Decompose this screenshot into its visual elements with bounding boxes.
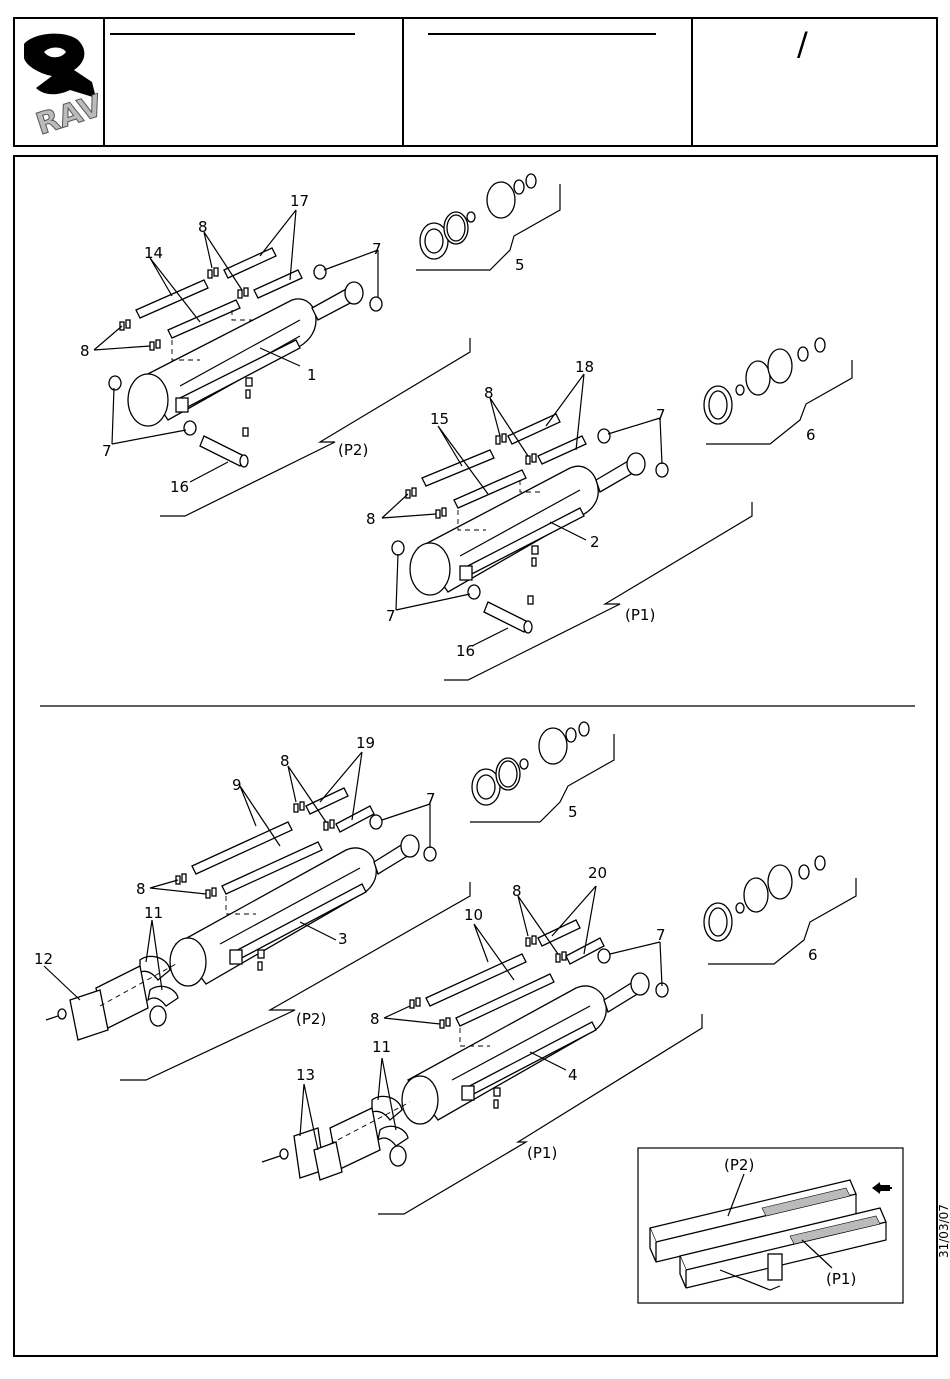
callout-8: 8 xyxy=(80,342,90,360)
callout-8: 8 xyxy=(280,752,290,770)
inset-p1-label: (P1) xyxy=(826,1270,856,1288)
callout-19: 19 xyxy=(356,734,375,752)
callout-7: 7 xyxy=(386,607,396,625)
callout-8: 8 xyxy=(484,384,494,402)
callout-9: 9 xyxy=(232,776,242,794)
callout-8: 8 xyxy=(198,218,208,236)
callout-5: 5 xyxy=(568,803,578,821)
callout-1: 1 xyxy=(307,366,317,384)
callout-5: 5 xyxy=(515,256,525,274)
group-p1-top: (P1) xyxy=(625,606,655,624)
callout-14: 14 xyxy=(144,244,163,262)
callout-7: 7 xyxy=(656,926,666,944)
inset-p2-label: (P2) xyxy=(724,1156,754,1174)
callout-17: 17 xyxy=(290,192,309,210)
callout-2: 2 xyxy=(590,533,600,551)
group-p2-top: (P2) xyxy=(338,441,368,459)
pin-icon xyxy=(200,436,244,466)
callout-10: 10 xyxy=(464,906,483,924)
callout-6: 6 xyxy=(806,426,816,444)
rav-logo: RAV xyxy=(24,34,108,143)
callout-12: 12 xyxy=(34,950,53,968)
bushing-icon xyxy=(370,297,382,311)
cylinder-1-end-cap xyxy=(128,374,168,426)
date-stamp: 31/03/07 xyxy=(937,1204,950,1258)
logo-text: RAV xyxy=(32,88,108,142)
callout-7: 7 xyxy=(372,240,382,258)
revision-mark: / xyxy=(797,25,808,63)
callout-7: 7 xyxy=(102,442,112,460)
header-frame: / xyxy=(14,18,937,146)
callout-11: 11 xyxy=(144,904,163,922)
cylinder-3-assembly xyxy=(44,752,470,1080)
callout-13: 13 xyxy=(296,1066,315,1084)
callout-8: 8 xyxy=(512,882,522,900)
callout-7: 7 xyxy=(656,406,666,424)
slide-pad-icon xyxy=(254,270,302,298)
callout-15: 15 xyxy=(430,410,449,428)
seal-kit-5-bottom xyxy=(470,722,614,822)
callout-20: 20 xyxy=(588,864,607,882)
group-p2-bottom: (P2) xyxy=(296,1010,326,1028)
cylinder-4-assembly xyxy=(262,886,702,1214)
main-frame xyxy=(14,156,937,1356)
inset-lift-diagram: (P2) (P1) xyxy=(0,1148,903,1303)
seal-kit-5-top xyxy=(416,174,560,270)
callout-3: 3 xyxy=(338,930,348,948)
seal-kit-6-bottom xyxy=(704,856,856,964)
seal-kit-6-top xyxy=(704,338,852,444)
bushing-icon xyxy=(184,421,196,435)
bushing-icon xyxy=(314,265,326,279)
bushing-icon xyxy=(109,376,121,390)
group-p1-bottom: (P1) xyxy=(527,1144,557,1162)
callout-6: 6 xyxy=(808,946,818,964)
callout-8: 8 xyxy=(370,1010,380,1028)
callout-16: 16 xyxy=(456,642,475,660)
callout-18: 18 xyxy=(575,358,594,376)
callout-7: 7 xyxy=(426,790,436,808)
callout-11: 11 xyxy=(372,1038,391,1056)
cylinder-2-end-cap xyxy=(410,543,450,595)
callout-16: 16 xyxy=(170,478,189,496)
callout-4: 4 xyxy=(568,1066,578,1084)
callout-8: 8 xyxy=(136,880,146,898)
callout-8: 8 xyxy=(366,510,376,528)
